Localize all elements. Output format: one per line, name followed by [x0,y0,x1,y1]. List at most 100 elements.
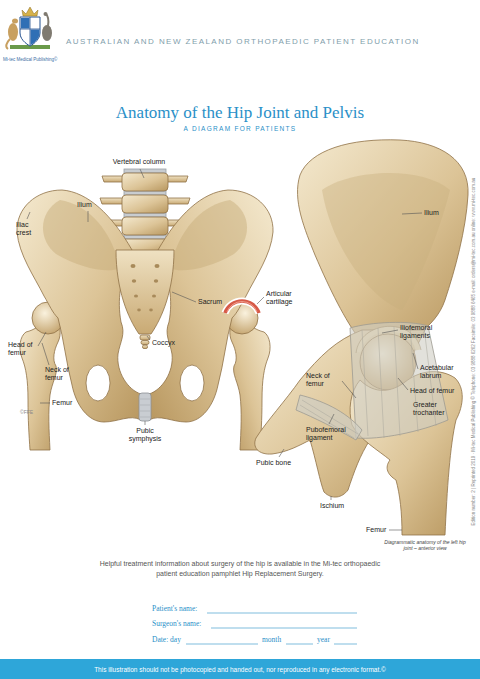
part-label-box: Acetabular labrum [420,364,460,380]
part-label: Articular cartilage [266,290,304,306]
illustration-part [172,292,196,302]
illustration-part [398,378,408,390]
form-label: Surgeon's name: [152,620,201,629]
illustration-part [116,250,174,334]
form-label-box: year [317,636,330,645]
part-label-box: Coccyx [152,339,175,347]
illustration-part [402,213,422,214]
illustration-part [122,173,168,191]
part-label-box: Neck of femur [306,372,340,388]
part-label: Greater trochanter [413,401,451,417]
illustration-part [225,301,259,313]
footer-band: This illustration should not be photocop… [0,659,480,679]
part-label: Coccyx [152,339,175,347]
part-label: Pubic bone [256,459,291,467]
form-label: month [262,636,281,645]
illustration-part [31,30,40,46]
illustration-part [137,309,141,312]
illustration-part [227,302,257,312]
part-label-box: Sacrum [198,298,222,306]
illustration-part [122,217,168,235]
part-label-box: Vertebral column [113,158,166,166]
illustration-part [124,169,166,173]
logo-caption-box: Mi-tec Medical Publishing© [3,57,57,62]
part-label-box: Ilium [77,201,92,209]
part-label: Ischium [320,502,344,510]
illustration-part [155,264,160,268]
illustration-part [42,343,49,365]
logo-crest [6,7,52,49]
illustration-part [44,12,48,16]
illustration-part [322,173,450,310]
part-label-box: Iliofemoral ligaments [400,324,442,340]
part-label: Ilium [424,209,439,217]
illustration-part [17,190,141,422]
part-label: Acetabular labrum [420,364,460,380]
illustration-part [27,212,30,219]
logo-caption: Mi-tec Medical Publishing© [3,57,57,62]
part-label: Neck of femur [45,366,75,382]
illustration-part [122,195,168,213]
title: Anatomy of the Hip Joint and Pelvis [116,103,364,123]
illustration-part [131,264,160,311]
form-label-box: Date: day [152,636,181,645]
illustration-part [147,336,150,340]
info-note: Helpful treatment information about surg… [90,559,390,579]
part-label: Ilium [77,201,92,209]
part-label-box: Head of femur [410,387,454,395]
illustration-part [342,381,356,398]
form-label: Date: day [152,636,181,645]
part-label-box: Pubic bone [256,459,291,467]
illustration-part [20,17,40,46]
part-label-box: Femur [52,399,72,407]
part-label: Femur [52,399,72,407]
illustration-part [152,294,156,297]
part-label-box: Ilium [424,209,439,217]
illustration-part [12,19,18,24]
illustration-part [141,341,149,345]
illustration-part [42,25,52,41]
illustration-part [149,190,273,422]
pelvis-illustration [17,169,273,450]
illustration-part [140,335,150,340]
part-label: Pubic symphysis [124,427,166,443]
part-label-box: Neck of femur [45,366,75,382]
part-label: Neck of femur [306,372,340,388]
part-label-box: Femur [366,526,386,534]
illustration-part [225,301,259,313]
illustration-part [207,613,357,614]
form-label-box: month [262,636,281,645]
illustration-part [149,309,153,312]
illustration-part [134,294,138,297]
part-label: Iliofemoral ligaments [400,324,442,340]
hemipelvis-and-femur-mirror [149,190,273,450]
illustration-part [180,365,204,401]
illustration-part [211,628,357,629]
illustration-part [124,213,166,217]
part-label: Vertebral column [113,158,166,166]
part-label-box: Head of femur [8,341,40,357]
illustration-part [43,200,120,270]
part-label: Sacrum [198,298,222,306]
illustration-part [334,644,357,645]
part-label: Femur [366,526,386,534]
illustration-part [331,496,332,500]
form-lines [186,613,357,644]
part-label-box: Pubic symphysis [124,427,166,443]
illustration-part [21,18,30,29]
illustration-part [329,414,334,424]
publisher-note-box: Edition number: 2 | Reprinted 2019 · Mi-… [471,178,476,526]
form-label-box: Surgeon's name: [152,620,201,629]
header-text: AUSTRALIAN AND NEW ZEALAND ORTHOPAEDIC P… [66,37,420,46]
subtitle-box: A DIAGRAM FOR PATIENTS [184,125,297,132]
illustration-part [86,365,110,401]
form-label: year [317,636,330,645]
illustration-part [389,530,402,531]
illustration-part [132,279,136,283]
illustration-part [170,200,247,270]
illustration-part [382,330,398,333]
illustration-part [140,169,144,178]
hemipelvis-and-femur [17,190,141,450]
part-label: Iliac crest [16,221,44,237]
part-label: Head of femur [8,341,40,357]
